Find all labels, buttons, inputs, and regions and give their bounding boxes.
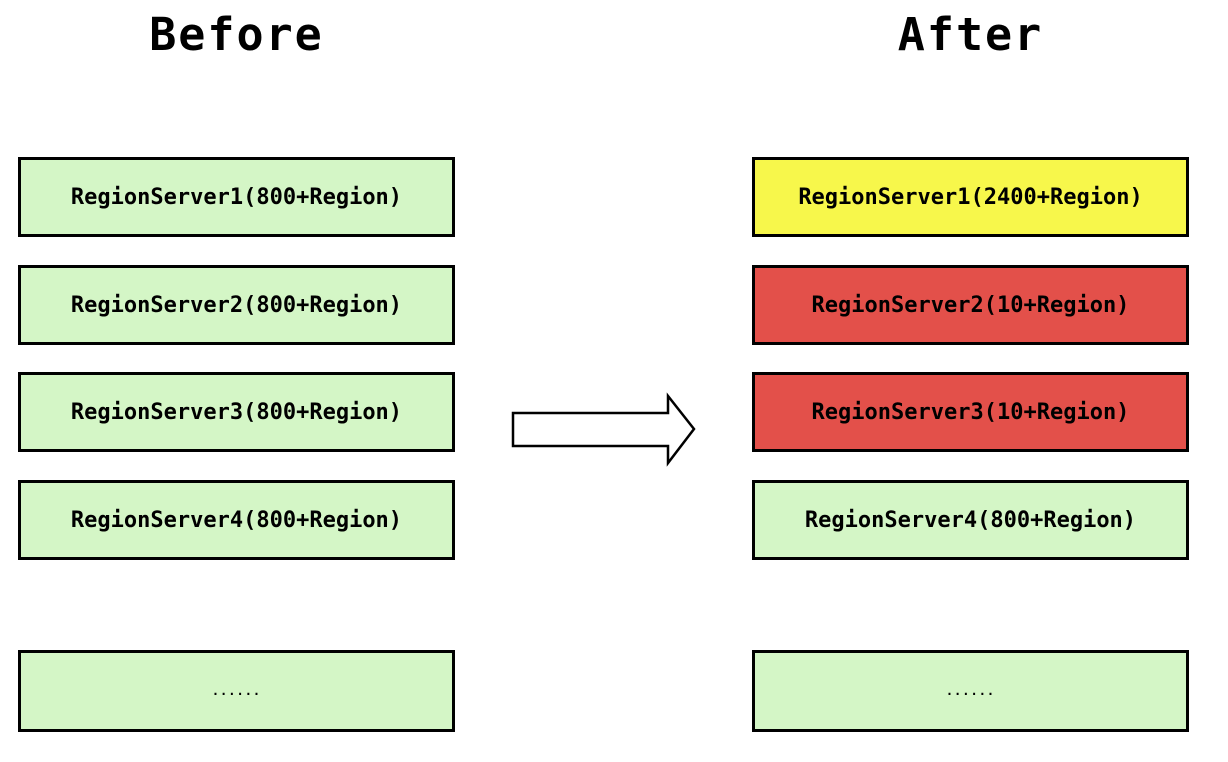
after-regionserver1-box: RegionServer1(2400+Region) [752, 157, 1189, 237]
after-regionserver1-label: RegionServer1(2400+Region) [798, 184, 1143, 210]
after-regionserver2-box: RegionServer2(10+Region) [752, 265, 1189, 345]
before-regionserver1-label: RegionServer1(800+Region) [70, 184, 403, 210]
after-regionserver4-label: RegionServer4(800+Region) [804, 507, 1137, 533]
before-regionserver2-label: RegionServer2(800+Region) [70, 292, 403, 318]
before-to-after-arrow-icon [505, 385, 705, 475]
before-regionserver3-box: RegionServer3(800+Region) [18, 372, 455, 452]
before-regionserver4-label: RegionServer4(800+Region) [70, 507, 403, 533]
before-regionserver2-box: RegionServer2(800+Region) [18, 265, 455, 345]
after-regionserver2-label: RegionServer2(10+Region) [811, 292, 1130, 318]
before-column-title: Before [149, 8, 324, 61]
before-ellipsis-label: ...... [211, 684, 262, 698]
after-regionserver4-box: RegionServer4(800+Region) [752, 480, 1189, 560]
after-regionserver3-label: RegionServer3(10+Region) [811, 399, 1130, 425]
before-regionserver3-label: RegionServer3(800+Region) [70, 399, 403, 425]
after-ellipsis-box: ...... [752, 650, 1189, 732]
after-ellipsis-label: ...... [945, 684, 996, 698]
before-regionserver4-box: RegionServer4(800+Region) [18, 480, 455, 560]
before-regionserver1-box: RegionServer1(800+Region) [18, 157, 455, 237]
after-regionserver3-box: RegionServer3(10+Region) [752, 372, 1189, 452]
before-ellipsis-box: ...... [18, 650, 455, 732]
after-column-title: After [897, 8, 1044, 61]
